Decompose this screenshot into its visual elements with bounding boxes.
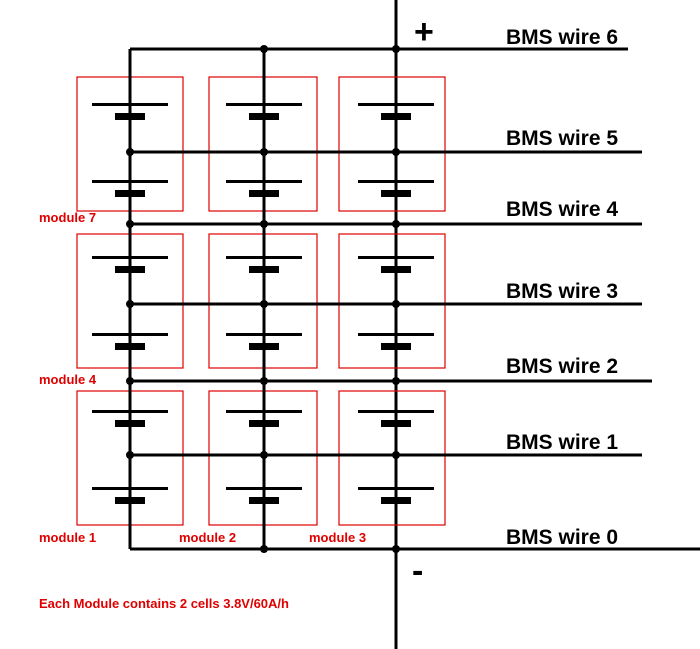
cell-plate-short [115,497,145,504]
module-box-6 [338,233,446,369]
bms-wire-1-label: BMS wire 1 [506,431,618,454]
bms-wire-2-label: BMS wire 2 [506,355,618,378]
junction-dots [126,45,400,553]
bms-wire-0-label: BMS wire 0 [506,526,618,549]
cell-plate-short [115,343,145,350]
column-conductors [128,49,266,549]
cell-plate-short [115,420,145,427]
bms-wire-5-label: BMS wire 5 [506,127,618,150]
module-3-label: module 3 [309,530,366,545]
module-box-9 [338,76,446,212]
cell-plate-long [92,103,168,106]
cell-plate-short [115,266,145,273]
cell-plate-long [92,333,168,336]
cell-plate-long [92,256,168,259]
cell-plate-long [92,180,168,183]
module-4-label: module 4 [39,372,97,387]
bms-wires [130,47,700,551]
cell-plate-long [92,487,168,490]
module-1-label: module 1 [39,530,96,545]
bms-wire-4-label: BMS wire 4 [506,198,618,221]
cell-plate-short [115,113,145,120]
cell-plate-short [115,190,145,197]
minus-terminal-sign: - [412,552,423,590]
module-7-label: module 7 [39,210,96,225]
battery-cells [92,103,434,504]
module-2-label: module 2 [179,530,236,545]
bms-wire-6-label: BMS wire 6 [506,26,618,49]
cell-plate-long [92,410,168,413]
module-box-3 [338,390,446,526]
bms-wire-3-label: BMS wire 3 [506,280,618,303]
plus-terminal-sign: + [414,13,434,51]
module-capacity-note: Each Module contains 2 cells 3.8V/60A/h [39,596,289,611]
